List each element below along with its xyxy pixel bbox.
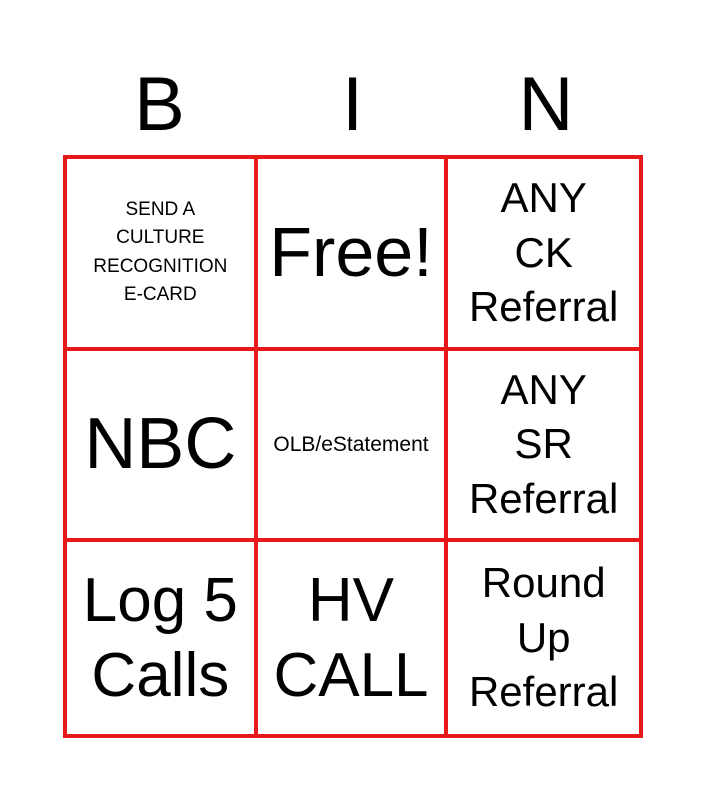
bingo-cell-ck-referral[interactable]: ANY CK Referral (448, 159, 639, 351)
cell-line: Referral (468, 474, 619, 522)
cell-line: Calls (91, 641, 230, 711)
cell-line: CALL (273, 641, 429, 711)
cell-line: HV (307, 565, 395, 635)
cell-line: Referral (468, 283, 619, 331)
cell-line: ANY (500, 173, 587, 221)
cell-line: SEND A (125, 198, 196, 220)
cell-line: CULTURE (116, 227, 205, 249)
cell-line: OLB/eStatement (273, 432, 429, 456)
bingo-cell-nbc[interactable]: NBC (67, 350, 258, 543)
cell-line: Up (516, 613, 571, 661)
bingo-cell-round-up-referral[interactable]: Round Up Referral (448, 542, 639, 734)
cell-line: NBC (84, 403, 237, 484)
header-letter-b: B (134, 62, 185, 147)
bingo-header: B I N (63, 60, 643, 150)
cell-line: E-CARD (123, 284, 197, 306)
bingo-cell-sr-referral[interactable]: ANY SR Referral (448, 351, 639, 543)
cell-line: RECOGNITION (93, 255, 228, 277)
free-space-label: Free! (269, 213, 433, 292)
cell-line: ANY (500, 365, 587, 413)
cell-line: Round (481, 559, 606, 607)
bingo-cell-log-calls[interactable]: Log 5 Calls (67, 542, 258, 734)
cell-line: CK (514, 228, 573, 276)
bingo-cell-free[interactable]: Free! (257, 159, 449, 351)
bingo-board: SEND A CULTURE RECOGNITION E-CARD Free! … (63, 155, 643, 738)
cell-line: Referral (468, 668, 619, 716)
header-letter-n: N (518, 62, 574, 147)
cell-line: Log 5 (82, 565, 238, 635)
bingo-cell-culture-ecard[interactable]: SEND A CULTURE RECOGNITION E-CARD (67, 159, 258, 351)
bingo-cell-olb-estatement[interactable]: OLB/eStatement (257, 350, 449, 543)
cell-line: SR (514, 420, 573, 468)
header-letter-i: I (341, 62, 364, 147)
bingo-cell-hv-call[interactable]: HV CALL (258, 542, 449, 734)
